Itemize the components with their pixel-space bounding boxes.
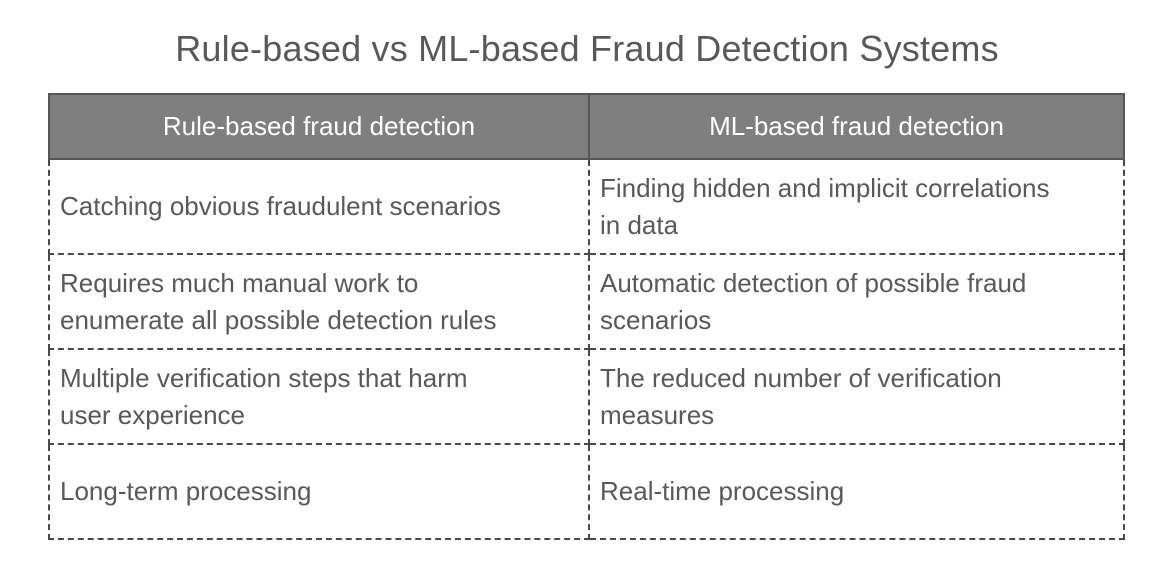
- table-cell-ml-3: The reduced number of verification measu…: [588, 348, 1125, 445]
- table-cell-ml-2: Automatic detection of possible fraud sc…: [588, 253, 1125, 350]
- table-cell-rule-2: Requires much manual work to enumerate a…: [48, 253, 590, 350]
- page-title: Rule-based vs ML-based Fraud Detection S…: [175, 28, 999, 69]
- table-row: Requires much manual work to enumerate a…: [48, 253, 1125, 350]
- table-cell-ml-1: Finding hidden and implicit correlations…: [588, 158, 1125, 255]
- table-cell-rule-3: Multiple verification steps that harm us…: [48, 348, 590, 445]
- table-header-row: Rule-based fraud detection ML-based frau…: [48, 93, 1125, 160]
- table-cell-rule-4: Long-term processing: [48, 443, 590, 540]
- table-cell-ml-4: Real-time processing: [588, 443, 1125, 540]
- header-cell-ml-based: ML-based fraud detection: [588, 93, 1125, 160]
- table-row: Multiple verification steps that harm us…: [48, 348, 1125, 445]
- comparison-table: Rule-based fraud detection ML-based frau…: [48, 93, 1125, 540]
- table-cell-rule-1: Catching obvious fraudulent scenarios: [48, 158, 590, 255]
- table-row: Catching obvious fraudulent scenarios Fi…: [48, 158, 1125, 255]
- table-row: Long-term processing Real-time processin…: [48, 443, 1125, 540]
- header-cell-rule-based: Rule-based fraud detection: [48, 93, 590, 160]
